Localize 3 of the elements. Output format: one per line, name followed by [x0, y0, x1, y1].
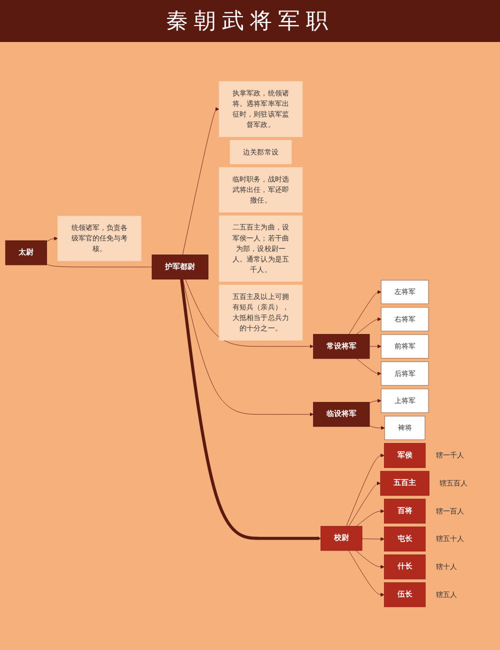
- title-banner: 秦朝武将军职: [0, 0, 500, 42]
- arrow: [180, 278, 321, 540]
- connector: [46, 264, 152, 268]
